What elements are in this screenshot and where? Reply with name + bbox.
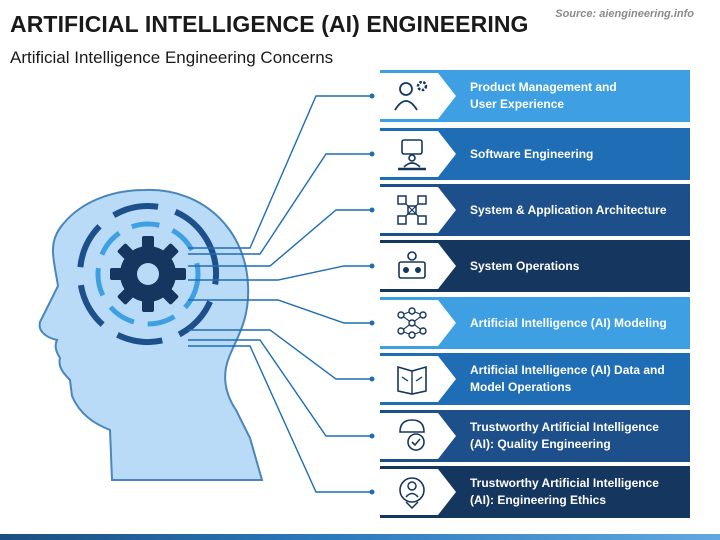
source-note: Source: aiengineering.info	[555, 8, 694, 20]
icon-panel	[380, 300, 456, 346]
connector-dot	[369, 433, 375, 439]
concern-label: System Operations	[470, 240, 695, 292]
connector-line	[188, 339, 372, 437]
concern-label: Product Management and User Experience	[470, 70, 695, 122]
concern-label-text: Software Engineering	[470, 146, 594, 161]
concern-label: Artificial Intelligence (AI) Modeling	[470, 297, 695, 349]
concern-box	[380, 240, 690, 292]
quality-badge-icon	[399, 419, 425, 451]
page-title: ARTIFICIAL INTELLIGENCE (AI) ENGINEERING	[10, 11, 529, 37]
data-book-icon	[397, 365, 427, 395]
bottom-accent-bar	[0, 534, 720, 540]
icon-panel	[380, 469, 456, 515]
connector-dot	[369, 93, 375, 99]
concern-box	[380, 353, 690, 405]
inner-ring	[95, 221, 201, 327]
concern-label-text: Trustworthy Artificial Intelligence (AI)…	[470, 420, 659, 451]
concern-label-text: Artificial Intelligence (AI) Modeling	[470, 315, 667, 330]
outer-ring	[77, 203, 219, 345]
connector-line	[188, 265, 372, 281]
concern-box	[380, 297, 690, 349]
icon-panel	[380, 73, 456, 119]
neural-network-icon	[397, 307, 427, 339]
concern-box	[380, 466, 690, 518]
concern-label-text: System Operations	[470, 258, 580, 273]
icon-panel	[380, 187, 456, 233]
connector-line	[188, 329, 372, 380]
user-gear-icon	[394, 80, 428, 111]
concern-box	[380, 70, 690, 122]
connector-dot	[369, 151, 375, 157]
developer-laptop-icon	[398, 139, 426, 171]
connector-line	[188, 95, 372, 249]
concern-label-text: System & Application Architecture	[470, 202, 667, 217]
page-subtitle: Artificial Intelligence Engineering Conc…	[10, 48, 334, 67]
concern-label-text: Artificial Intelligence (AI) Data and Mo…	[470, 363, 665, 394]
head-silhouette	[38, 188, 264, 481]
connector-dot	[369, 263, 375, 269]
connector-line	[188, 299, 372, 324]
ethics-ai-icon	[399, 477, 425, 510]
network-architecture-icon	[397, 195, 427, 225]
concern-label-text: Trustworthy Artificial Intelligence (AI)…	[470, 476, 659, 507]
connector-line	[188, 209, 372, 267]
concern-label: Software Engineering	[470, 128, 695, 180]
gear-icon	[110, 236, 186, 312]
concern-box	[380, 410, 690, 462]
connector-dot	[369, 376, 375, 382]
connector-dot	[369, 320, 375, 326]
concern-label-text: Product Management and User Experience	[470, 80, 617, 111]
operations-console-icon	[398, 251, 426, 279]
connector-dot	[369, 207, 375, 213]
concern-label: Trustworthy Artificial Intelligence (AI)…	[470, 410, 695, 462]
connector-line	[188, 345, 372, 493]
connector-line	[188, 153, 372, 255]
concern-label: System & Application Architecture	[470, 184, 695, 236]
concern-box	[380, 184, 690, 236]
concern-label: Trustworthy Artificial Intelligence (AI)…	[470, 466, 695, 518]
concern-label: Artificial Intelligence (AI) Data and Mo…	[470, 353, 695, 405]
connector-dot	[369, 489, 375, 495]
concern-box	[380, 128, 690, 180]
